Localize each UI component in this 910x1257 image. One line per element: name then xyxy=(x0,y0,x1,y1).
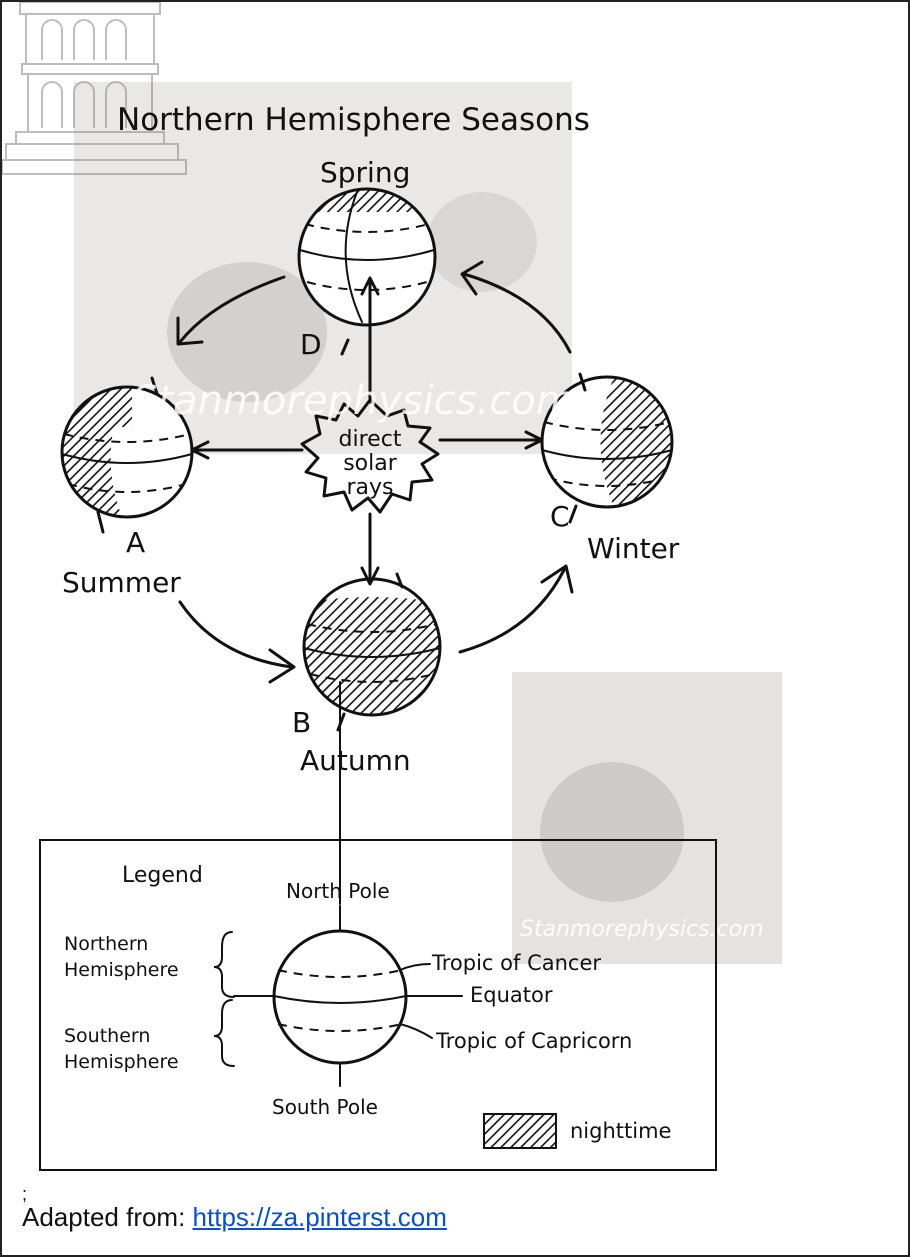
diagram-title: Northern Hemisphere Seasons xyxy=(117,102,590,138)
legend-equator: Equator xyxy=(470,983,553,1007)
legend-tropic-capricorn: Tropic of Capricorn xyxy=(435,1029,632,1053)
sun-label-line3: rays xyxy=(346,475,393,500)
legend-globe xyxy=(272,929,408,1065)
tower-logo xyxy=(2,2,187,175)
solar-rays-arrows xyxy=(190,276,544,586)
legend-northern-line2: Hemisphere xyxy=(64,959,179,981)
legend-nighttime-swatch xyxy=(483,1113,557,1149)
letter-a: A xyxy=(126,526,145,559)
legend-brace-north xyxy=(213,931,235,998)
footer-semicolon: ; xyxy=(22,1184,28,1204)
background-photo-bottom xyxy=(512,672,782,964)
attribution-link[interactable]: https://za.pinterst.com xyxy=(192,1202,447,1232)
legend-box xyxy=(39,839,717,1171)
sun-label-line2: solar xyxy=(343,451,398,476)
earth-winter xyxy=(540,372,674,524)
legend-brace-south xyxy=(213,999,235,1067)
legend-southern-line1: Southern xyxy=(64,1025,150,1047)
letter-d: D xyxy=(300,328,322,361)
label-autumn: Autumn xyxy=(300,744,411,777)
orbit-arrows xyxy=(176,260,574,684)
watermark-top: Stanmorephysics.com xyxy=(132,378,575,424)
legend-south-pole: South Pole xyxy=(272,1095,378,1119)
letter-b: B xyxy=(292,706,311,739)
legend-tropic-cancer: Tropic of Cancer xyxy=(431,951,601,975)
watermark-bottom: Stanmorephysics.com xyxy=(520,917,764,942)
sun-label-line1: direct xyxy=(339,427,402,452)
sun-burst xyxy=(300,398,440,514)
earth-spring xyxy=(297,187,437,356)
label-summer: Summer xyxy=(62,566,181,599)
legend-southern-line2: Hemisphere xyxy=(64,1051,179,1073)
earth-autumn xyxy=(302,572,442,732)
attribution: Adapted from: https://za.pinterst.com xyxy=(22,1202,447,1233)
legend-nighttime-label: nighttime xyxy=(570,1119,671,1143)
label-winter: Winter xyxy=(587,532,680,565)
legend-northern-line1: Northern xyxy=(64,933,148,955)
letter-c: C xyxy=(550,500,570,533)
legend-title: Legend xyxy=(122,863,203,888)
legend-north-pole: North Pole xyxy=(286,879,390,903)
label-spring: Spring xyxy=(320,156,410,189)
attribution-prefix: Adapted from: xyxy=(22,1202,193,1232)
